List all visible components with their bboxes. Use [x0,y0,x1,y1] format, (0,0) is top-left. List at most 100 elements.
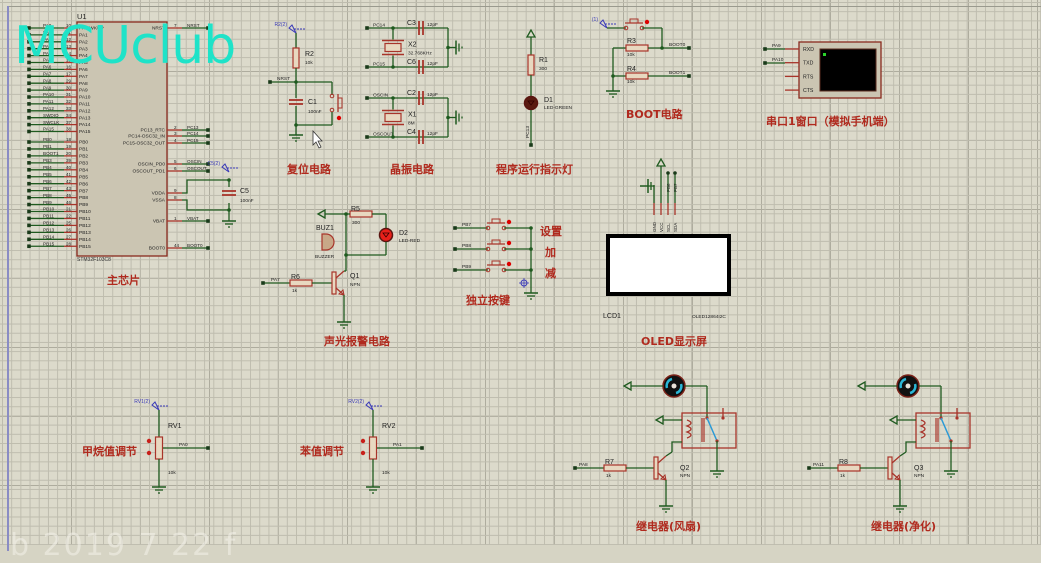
r6-ref: R6 [291,274,300,281]
pin-name: PB6 [79,181,88,187]
pin-terminal [27,202,31,207]
relay-body-icon[interactable] [915,412,971,449]
npn-q1-icon[interactable] [331,271,337,295]
potentiometer-rv1-icon[interactable] [154,436,164,460]
pin-net-label: PB10 [43,207,55,212]
cap-value: 12pF [427,22,438,28]
key-button-icon[interactable] [491,239,501,245]
pin-net-label: PB11 [43,214,54,219]
key-button-icon[interactable] [491,260,501,266]
npn-q3-icon[interactable] [887,456,893,480]
key-button-icon[interactable] [491,218,501,224]
pin-number: 4 [174,138,177,143]
led-d2-icon[interactable] [378,227,394,243]
pin-name: PA7 [79,74,88,80]
net-label-pa10: PA10 [772,57,784,63]
d2-ref: D2 [399,230,408,237]
net-terminal [365,65,369,69]
key-button-icon[interactable] [485,246,491,252]
crystal-value: 8M [408,121,415,127]
button-state-indicator [506,219,512,225]
probe-label: C5(2) [207,161,220,167]
potentiometer-rv2-icon[interactable] [368,436,378,460]
section-label-crystal: 晶振电路 [390,163,434,176]
pin-number: 9 [174,188,177,193]
npn-q2-icon[interactable] [653,456,659,480]
resistor-r1-icon[interactable] [527,54,535,76]
pin-net-label: PC15 [187,138,199,143]
pin-net-label: PA10 [43,92,54,97]
reset-button-icon[interactable] [337,97,343,109]
junction-dot [611,74,615,78]
led-d1-icon[interactable] [523,95,539,111]
pin-number: 39 [66,158,72,163]
pot-adjust-down-icon[interactable] [146,450,152,456]
pin-terminal [27,26,31,30]
pot-value: 10k [168,470,176,476]
pin-terminal [27,95,31,99]
resistor-r3-icon[interactable] [625,44,649,52]
pin-number: 46 [66,200,72,205]
section-label-alarm: 声光报警电路 [324,335,390,348]
r5-value: 300 [352,220,360,226]
buz1-value: BUZZER [315,254,335,260]
pot-adjust-down-icon[interactable] [360,450,366,456]
led-symbol [527,100,535,106]
pin-number: 12 [66,37,72,42]
pin-terminal [27,230,31,235]
terminal-pin-label: CTS [803,88,814,94]
section-label-reset: 复位电路 [287,163,331,176]
reset-button-icon[interactable] [329,93,335,99]
pin-name: PB13 [79,230,91,236]
reset-button-icon[interactable] [329,107,335,113]
pot-adjust-up-icon[interactable] [360,438,366,444]
relay-switch-icon [706,417,718,442]
pin-net-label: PB7 [43,186,52,191]
boot-button-icon[interactable] [629,18,639,24]
pin-net-label: PA1 [43,30,52,35]
d2-value: LED-RED [399,238,421,244]
r5-ref: R5 [351,206,360,213]
pin-number: 31 [66,92,72,97]
net-terminal [763,47,767,51]
r2-ref: R2 [305,51,314,58]
key-button-icon[interactable] [485,267,491,273]
pin-net-label: PA3 [43,44,52,49]
oled-screen[interactable] [606,234,731,296]
pin-number: 45 [66,193,72,198]
crystal-icon[interactable] [384,112,402,123]
boot-button-icon[interactable] [623,25,629,31]
terminal-screen[interactable] [819,48,877,92]
key-button-icon[interactable] [485,225,491,231]
resistor-r2-icon[interactable] [292,47,300,69]
pin-terminal [27,140,31,144]
mcu-body[interactable] [76,21,168,257]
net-label: OSCIN [373,93,389,99]
resistor-r4-icon[interactable] [625,72,649,80]
pin-terminal [27,147,31,151]
pin-number: 41 [66,172,72,177]
bottom-overlay-text: b 2019 7 22 f [10,528,238,563]
crystal-icon[interactable] [384,42,402,53]
net-terminal [453,226,457,230]
net-terminal [687,46,691,50]
pot-adjust-up-icon[interactable] [146,438,152,444]
net-terminal [365,135,369,139]
buzzer-icon[interactable] [321,233,335,251]
wire [665,451,673,457]
section-label-uart: 串口1窗口（模拟手机端） [766,115,895,128]
relay-body-icon[interactable] [681,412,737,449]
pin-name: VSSA [152,198,166,204]
